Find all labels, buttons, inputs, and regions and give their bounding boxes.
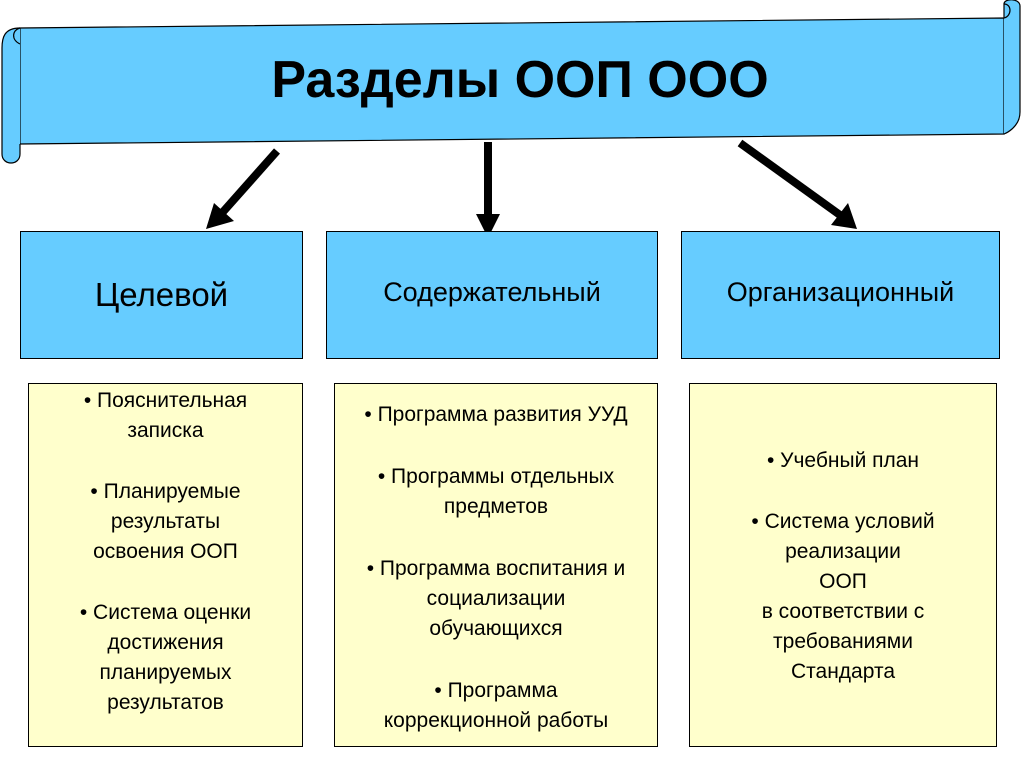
scroll-left-curl-inner [13, 27, 21, 45]
list-item: • Пояснительная записка [83, 389, 248, 442]
arrow-center [476, 142, 500, 238]
scroll-banner [1, 0, 1021, 164]
scroll-left-curl [1, 27, 21, 164]
section-target: Целевой [20, 231, 303, 359]
section-organizational-heading: Организационный [726, 276, 955, 307]
list-item: • Система оценки достижения планируемых … [79, 601, 252, 714]
scroll-right-curl-inner [1003, 3, 1011, 19]
section-content-list: • Программа развития УУД • Программы отд… [334, 383, 658, 747]
arrow-right [737, 139, 857, 229]
scroll-right-curl [1003, 0, 1021, 135]
list-item: • Программа коррекционной работы [383, 679, 609, 732]
section-content-heading: Содержательный [383, 276, 601, 307]
section-content: Содержательный [326, 231, 658, 359]
section-target-list: • Пояснительная записка • Планируемые ре… [28, 383, 303, 747]
diagram-title: Разделы ООП ООО [271, 51, 769, 109]
list-item: • Учебный план [766, 449, 920, 472]
list-item: • Система условий реализации ООП в соотв… [751, 510, 935, 683]
list-item: • Программа воспитания и социализации об… [366, 557, 626, 640]
section-target-heading: Целевой [94, 276, 229, 313]
list-item: • Программы отдельных предметов [377, 465, 615, 518]
list-item: • Планируемые результаты освоения ООП [90, 480, 241, 563]
arrow-left [206, 148, 280, 229]
section-organizational: Организационный [681, 231, 1000, 359]
section-organizational-list: • Учебный план • Система условий реализа… [689, 383, 997, 747]
list-item: • Программа развития УУД [364, 403, 628, 426]
